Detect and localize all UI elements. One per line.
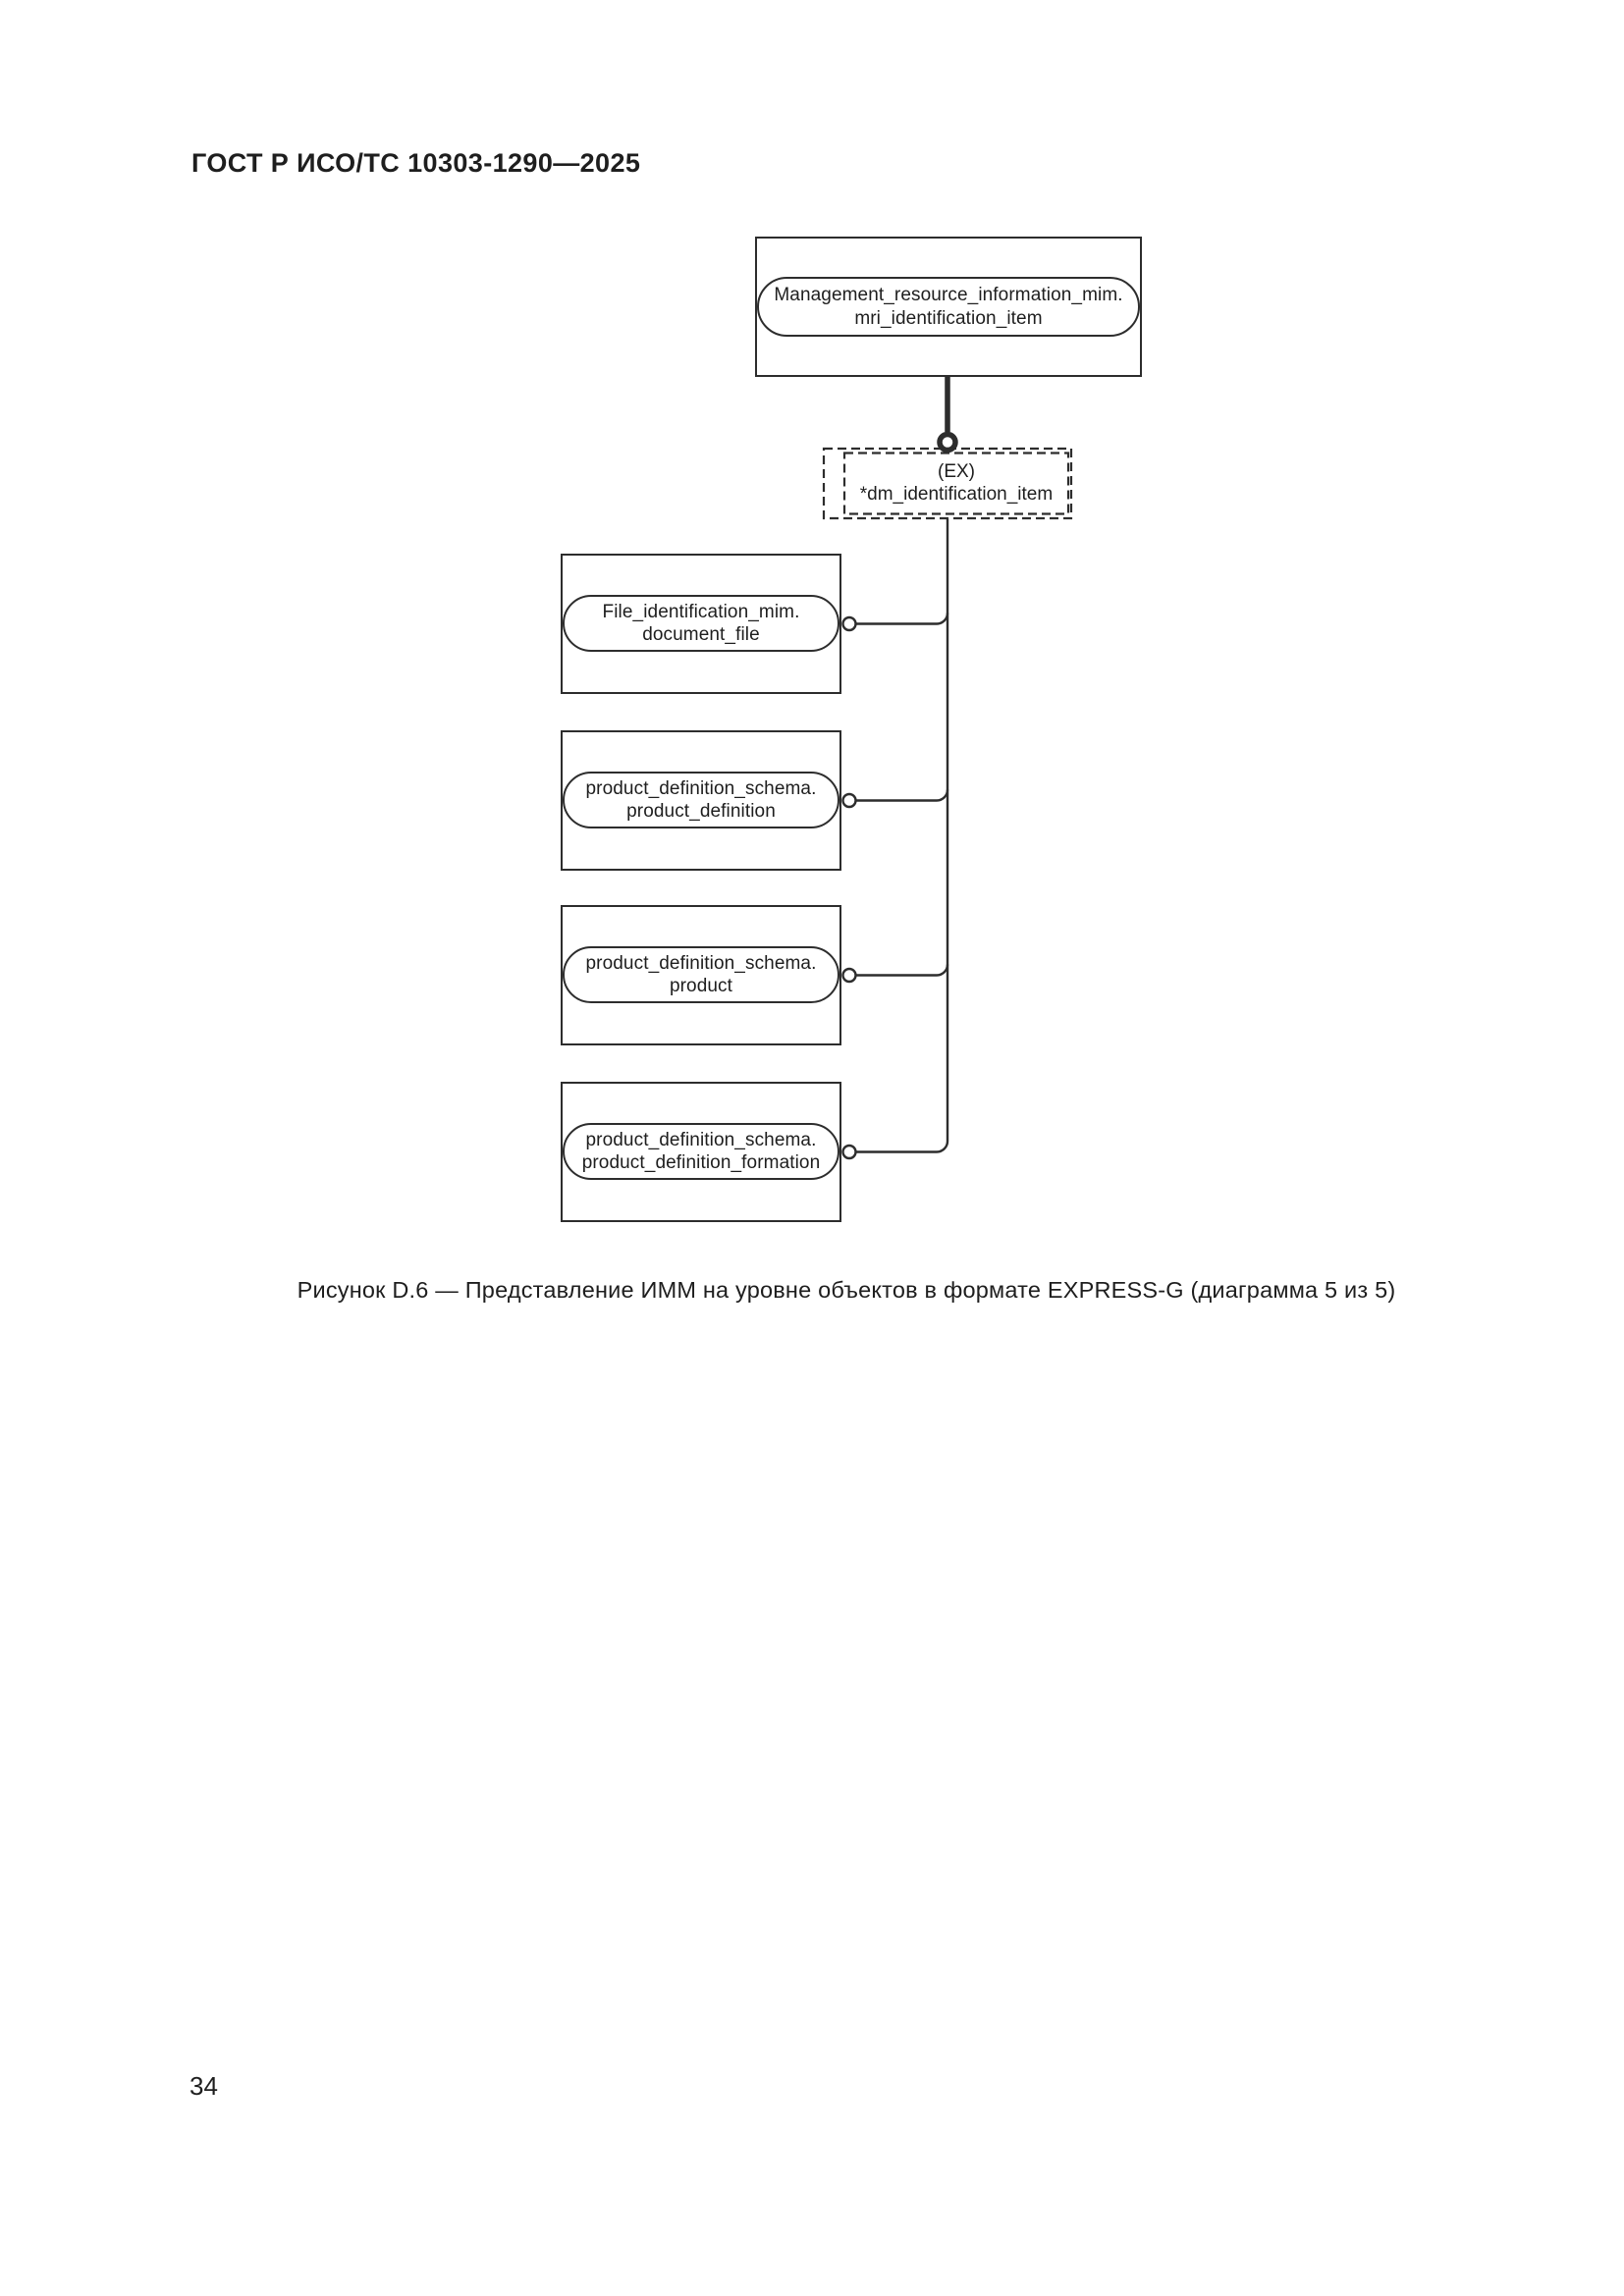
page-number: 34 — [189, 2071, 218, 2101]
item-name-label: product — [669, 976, 733, 996]
item-schema-label: File_identification_mim. — [602, 601, 800, 622]
ring-connector — [937, 431, 958, 454]
select-branch-line-3 — [855, 964, 949, 977]
select-branch-line-1 — [855, 613, 949, 625]
item-circle-connector-4 — [841, 1144, 857, 1160]
item-circle-connector-3 — [841, 967, 857, 984]
document-header: ГОСТ Р ИСО/ТС 10303-1290—2025 — [191, 148, 641, 178]
entity-oval-item-3: product_definition_schema. product — [563, 946, 839, 1003]
item-schema-label: product_definition_schema. — [585, 777, 817, 799]
figure-caption: Рисунок D.6 — Представление ИММ на уровн… — [297, 1277, 1396, 1303]
item-schema-label: product_definition_schema. — [585, 1129, 817, 1150]
entity-frame-root: Management_resource_information_mim. mri… — [755, 237, 1142, 377]
entity-frame-item-1: File_identification_mim. document_file — [561, 554, 841, 694]
item-name-label: product_definition_formation — [581, 1152, 821, 1173]
entity-frame-item-2: product_definition_schema. product_defin… — [561, 730, 841, 871]
select-extensible-marker: (EX) — [938, 461, 975, 482]
entity-oval-item-2: product_definition_schema. product_defin… — [563, 772, 839, 828]
select-type-label: (EX) *dm_identification_item — [842, 453, 1070, 513]
entity-oval-item-1: File_identification_mim. document_file — [563, 595, 839, 652]
entity-frame-item-4: product_definition_schema. product_defin… — [561, 1082, 841, 1222]
select-type-name: *dm_identification_item — [859, 484, 1054, 505]
item-schema-label: product_definition_schema. — [585, 952, 817, 974]
item-circle-connector-1 — [841, 615, 857, 632]
item-name-label: document_file — [642, 624, 760, 645]
entity-oval-item-4: product_definition_schema. product_defin… — [563, 1123, 839, 1180]
item-circle-connector-2 — [841, 792, 857, 809]
select-trunk-line — [855, 518, 949, 1153]
entity-frame-item-3: product_definition_schema. product — [561, 905, 841, 1045]
item-name-label: product_definition — [626, 801, 776, 822]
entity-oval-root: Management_resource_information_mim. mri… — [757, 277, 1140, 337]
select-branch-line-2 — [855, 789, 949, 802]
root-entity-schema-label: Management_resource_information_mim. — [774, 285, 1123, 305]
root-entity-name-label: mri_identification_item — [854, 307, 1043, 329]
